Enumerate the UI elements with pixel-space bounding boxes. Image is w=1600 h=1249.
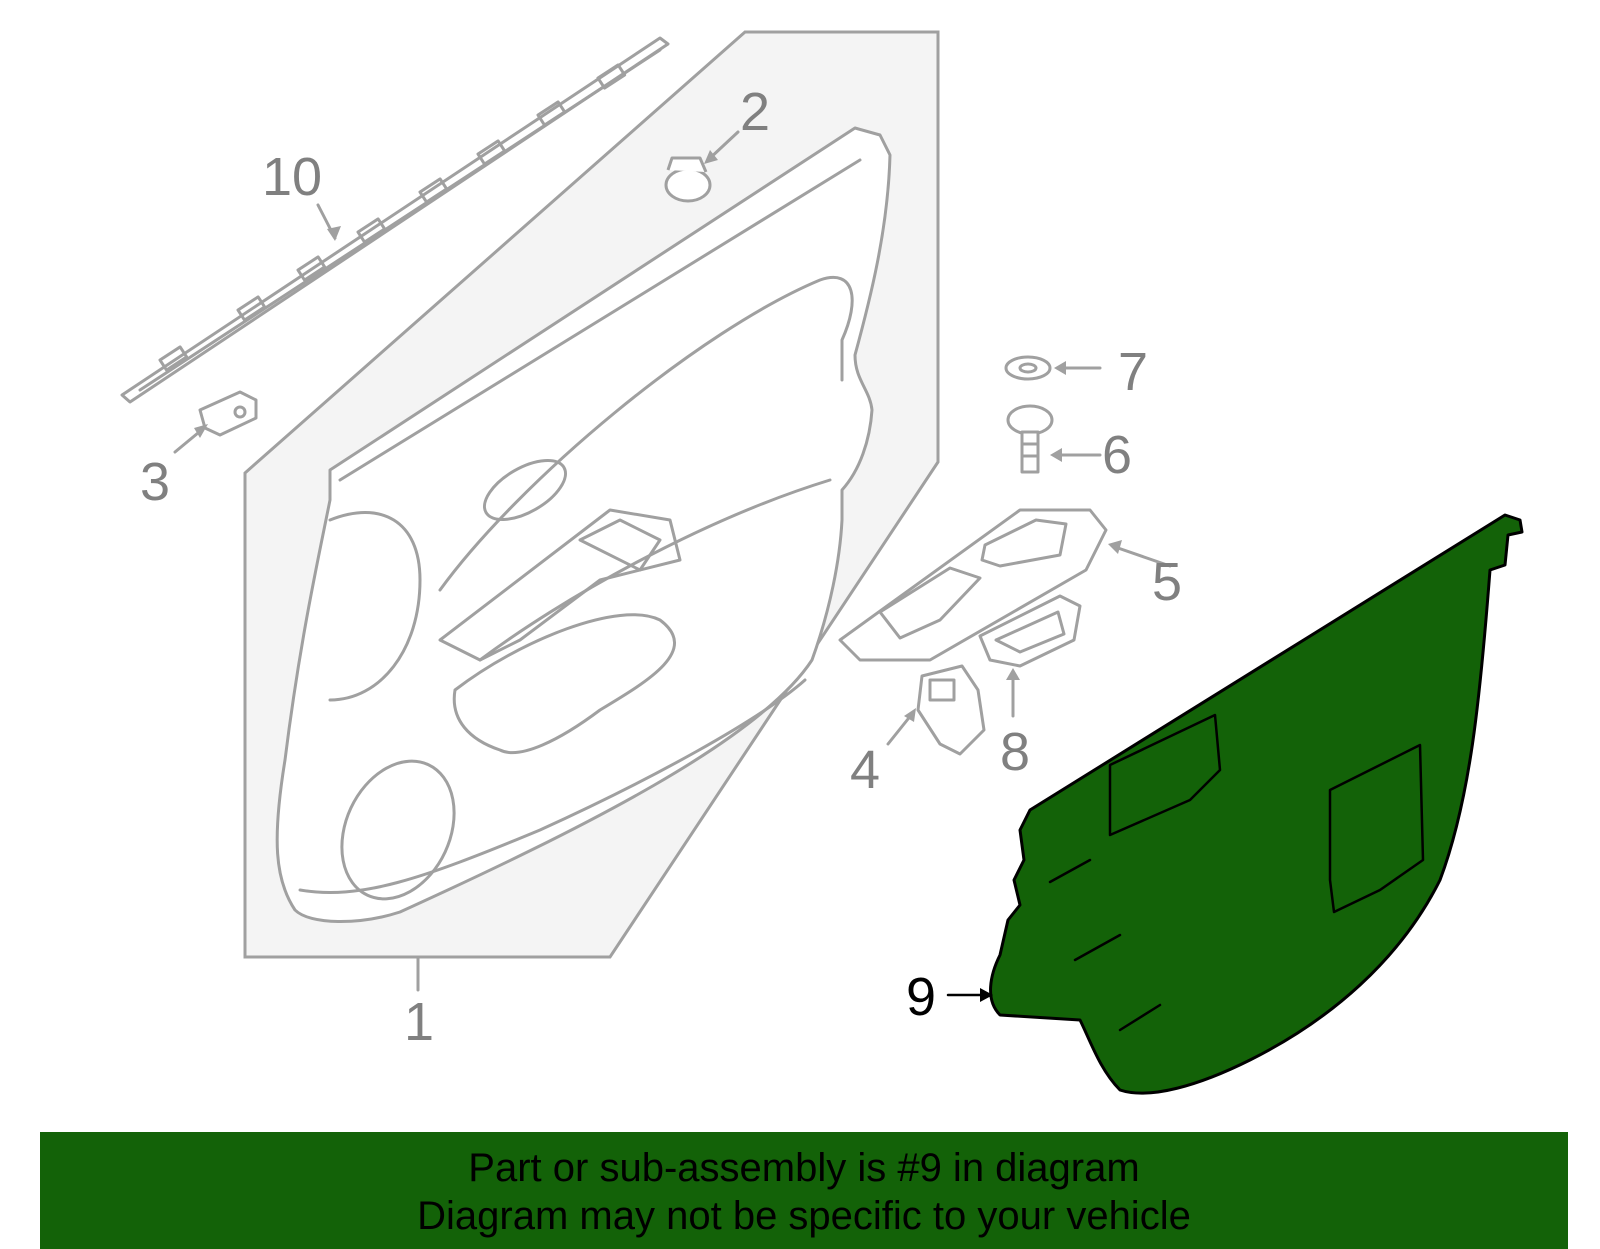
part-6-screw [1006, 404, 1102, 474]
part-9-door-trim-panel-highlighted [946, 513, 1524, 1095]
part-4-switch [886, 664, 986, 756]
part-2-clip [664, 130, 740, 203]
banner-line-1: Part or sub-assembly is #9 in diagram [468, 1146, 1140, 1190]
callout-10: 10 [262, 147, 322, 207]
callout-3: 3 [140, 452, 170, 512]
callout-2: 2 [740, 82, 770, 142]
callout-8: 8 [1000, 722, 1030, 782]
callout-4: 4 [850, 740, 880, 800]
callout-5: 5 [1152, 552, 1182, 612]
callout-1: 1 [404, 992, 434, 1052]
part-7-washer [1004, 355, 1102, 381]
part-5-switch-bezel [838, 508, 1172, 662]
callout-6: 6 [1102, 425, 1132, 485]
banner-line-2: Diagram may not be specific to your vehi… [417, 1194, 1191, 1238]
part-3-bracket [173, 390, 258, 454]
part-info-banner: Part or sub-assembly is #9 in diagram Di… [40, 1132, 1568, 1249]
callout-7: 7 [1118, 342, 1148, 402]
part-10-upper-molding [120, 36, 670, 404]
callout-9: 9 [906, 967, 936, 1027]
part-8-handle-cup [978, 594, 1082, 718]
part-1-door-trim-panel [243, 30, 940, 992]
